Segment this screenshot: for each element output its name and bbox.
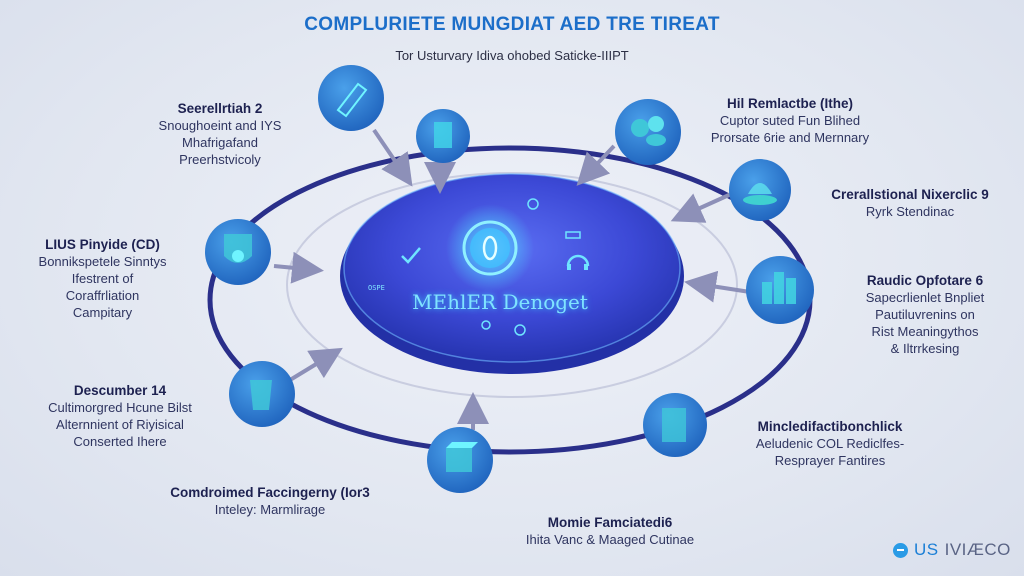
node-line: Ifestrent of (71, 271, 134, 286)
node-heading: Raudic Opfotare 6 (866, 273, 984, 288)
node-n2[interactable] (416, 109, 470, 163)
node-line: Coraffrliation (65, 288, 140, 303)
node-n1[interactable] (318, 65, 384, 131)
hub-label: MEhlER Denoget (412, 290, 588, 314)
node-heading: Seerellrtiah 2 (177, 101, 263, 116)
cabinet-icon (662, 408, 686, 442)
node-line: Pautiluvrenins on (875, 307, 975, 322)
headset-icon (566, 254, 590, 267)
people-chat-icon (631, 119, 649, 137)
brand-logo: US IVIÆCO (893, 540, 1011, 560)
node-label-n3: Hil Remlactbe (Ithe) Cuptor suted Fun Bl… (680, 95, 900, 146)
node-label-n6: Mincledifactibonchlick Aeludenic COL Red… (725, 418, 935, 469)
node-line: Cuptor suted Fun Blihed (719, 113, 861, 128)
node-n8[interactable] (229, 361, 295, 427)
node-line: Ryrk Stendinac (865, 204, 955, 219)
node-line: Alternnient of Riyisical (56, 417, 184, 432)
crystal-structure-icon (336, 82, 368, 118)
node-line: Preerhstvicoly (179, 152, 261, 167)
node-line: Campitary (72, 305, 133, 320)
node-label-n9: Descumber 14 Cultimorgred Hcune Bilst Al… (15, 382, 225, 450)
node-n3[interactable] (615, 99, 681, 165)
cube-module-icon (446, 448, 472, 472)
node-line: Ihita Vanc & Maaged Cutinae (525, 532, 695, 547)
node-heading: Crerallstional Nixerclic 9 (831, 187, 989, 202)
node-heading: Momie Famciatedi6 (547, 515, 673, 530)
data-platform-icon (743, 195, 777, 205)
page-title: COMPLURIETE MUNGDIAT AED TRE TIREAT (304, 14, 720, 35)
node-line: Mhafrigafand (182, 135, 258, 150)
node-heading: Comdroimed Faccingerny (Ior3 (170, 485, 370, 500)
node-line: Resprayer Fantires (774, 453, 886, 468)
node-line: Snoughoeint and IYS (158, 118, 282, 133)
node-n7[interactable] (427, 427, 493, 493)
lab-flask-icon (565, 231, 581, 239)
server-block-icon (434, 122, 452, 148)
gear-icon (527, 198, 539, 210)
node-line: & Iltrrkesing (890, 341, 960, 356)
node-n4[interactable] (729, 159, 791, 221)
hub-small-tag: OSPE (368, 284, 385, 292)
node-line: Rist Meaningythos (871, 324, 979, 339)
node-line: Bonnikspetele Sinntys (38, 254, 167, 269)
trash-container-icon (250, 380, 272, 410)
node-line: Inteley: Marmlirage (214, 502, 326, 517)
node-label-n5: Raudic Opfotare 6 Sapecrlienlet Bnpliet … (830, 272, 1020, 357)
node-label-n8: Comdroimed Faccingerny (Ior3 Inteley: Ma… (140, 484, 400, 518)
city-buildings-icon (762, 272, 796, 304)
node-n6[interactable] (643, 393, 707, 457)
node-line: Aeludenic COL Rediclfes- (755, 436, 905, 451)
node-n10[interactable] (205, 219, 271, 285)
page-subtitle: Tor Usturvary Idiva ohobed Saticke-IIIPT (395, 48, 629, 63)
node-line: Conserted Ihere (73, 434, 167, 449)
shield-keyhole-icon (462, 220, 518, 276)
node-line: Cultimorgred Hcune Bilst (48, 400, 192, 415)
logo-badge-icon (893, 542, 908, 558)
node-heading: Mincledifactibonchlick (757, 419, 903, 434)
check-icon (401, 247, 421, 264)
node-line: Prorsate 6rie and Mernnary (710, 130, 870, 145)
node-heading: Hil Remlactbe (Ithe) (726, 96, 854, 111)
shield-database-icon (224, 234, 252, 263)
logo-text-a: US (914, 540, 939, 559)
node-label-n1: Seerellrtiah 2 Snoughoeint and IYS Mhafr… (120, 100, 320, 168)
node-label-n4: Crerallstional Nixerclic 9 Ryrk Stendina… (810, 186, 1010, 220)
logo-text-b: IVIÆCO (944, 540, 1011, 559)
node-n5[interactable] (746, 256, 814, 324)
node-line: Sapecrlienlet Bnpliet (865, 290, 985, 305)
node-heading: Descumber 14 (73, 383, 167, 398)
node-heading: LIUS Pinyide (CD) (45, 237, 160, 252)
node-label-n10: LIUS Pinyide (CD) Bonnikspetele Sinntys … (5, 236, 200, 321)
node-label-n7: Momie Famciatedi6 Ihita Vanc & Maaged Cu… (480, 514, 740, 548)
